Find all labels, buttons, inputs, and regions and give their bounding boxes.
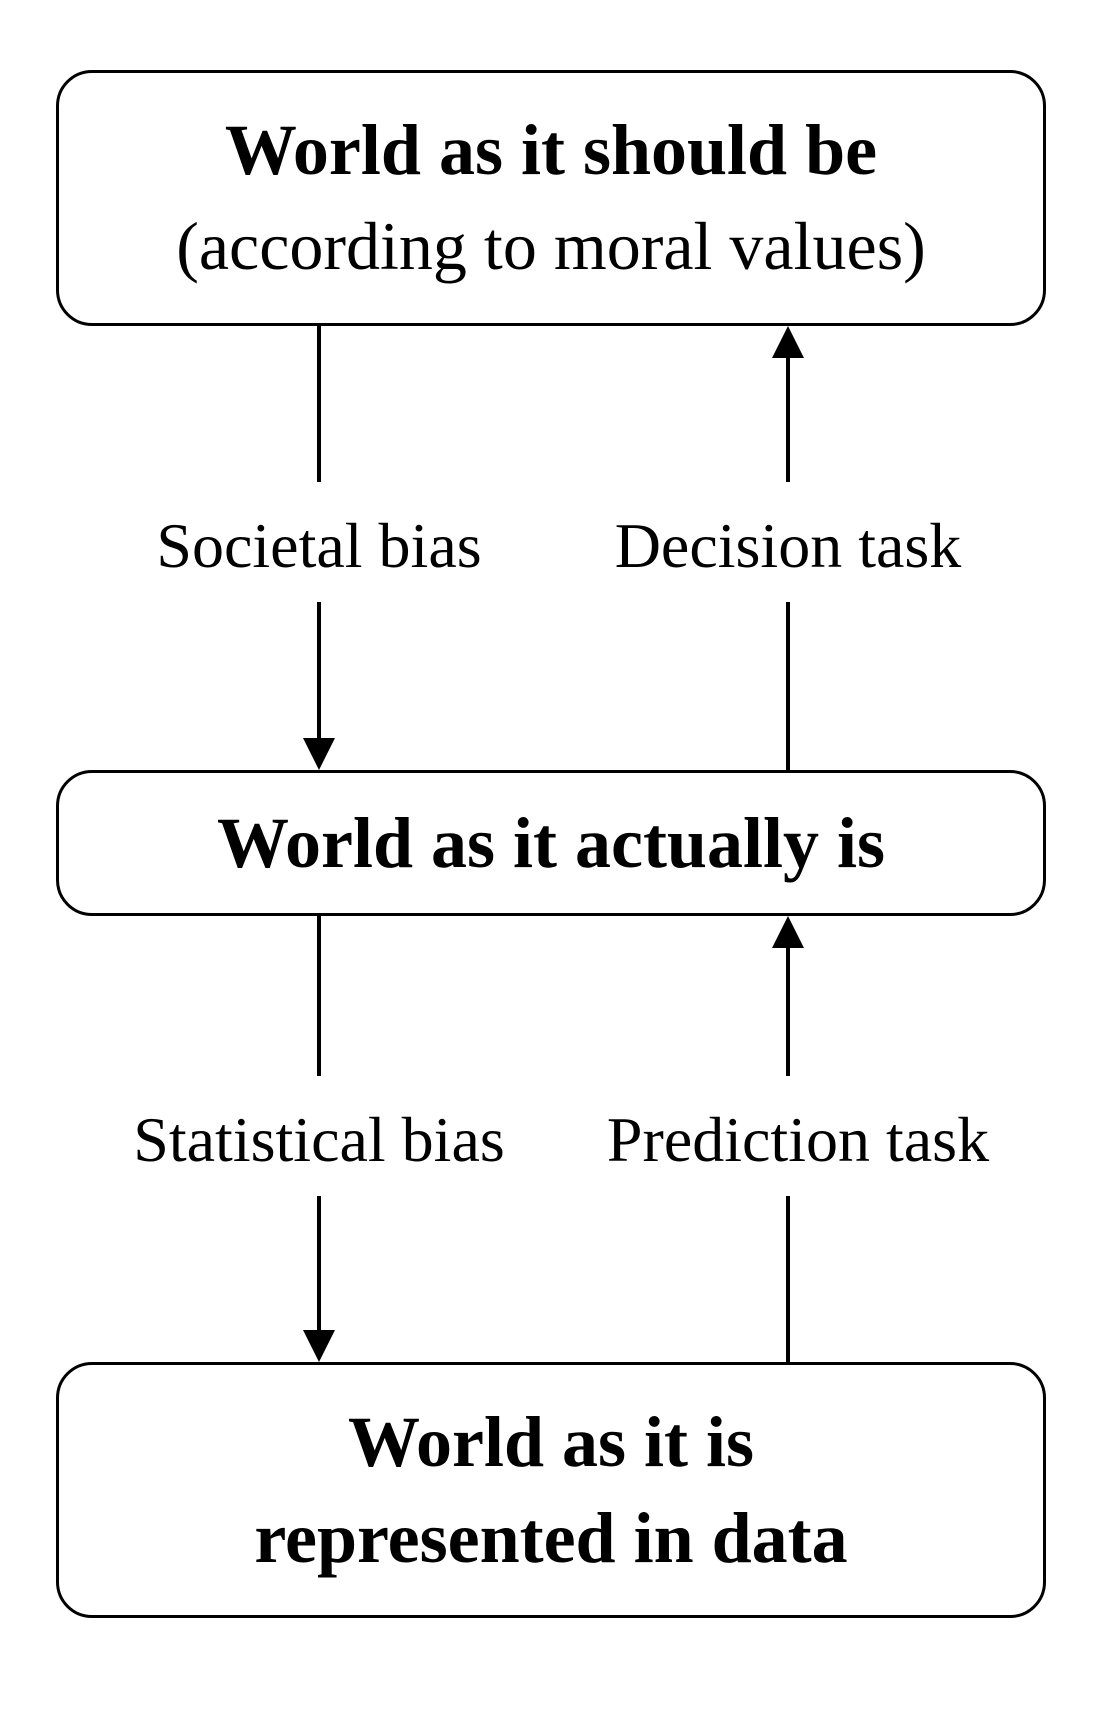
node-world-as-it-should-be: World as it should be (according to mora…: [56, 70, 1046, 326]
label-decision-task: Decision task: [614, 510, 962, 581]
node-title: World as it actually is: [216, 803, 886, 883]
label-societal-bias: Societal bias: [156, 510, 482, 581]
label-prediction-task: Prediction task: [606, 1104, 990, 1175]
node-subtitle: (according to moral values): [176, 208, 926, 284]
node-world-as-it-actually-is: World as it actually is: [56, 770, 1046, 916]
node-world-as-represented-in-data: World as it is represented in data: [56, 1362, 1046, 1618]
node-title-line-1: World as it is: [347, 1402, 755, 1482]
node-title: World as it should be: [224, 110, 878, 190]
node-title-line-2: represented in data: [254, 1498, 848, 1578]
label-statistical-bias: Statistical bias: [133, 1104, 505, 1175]
